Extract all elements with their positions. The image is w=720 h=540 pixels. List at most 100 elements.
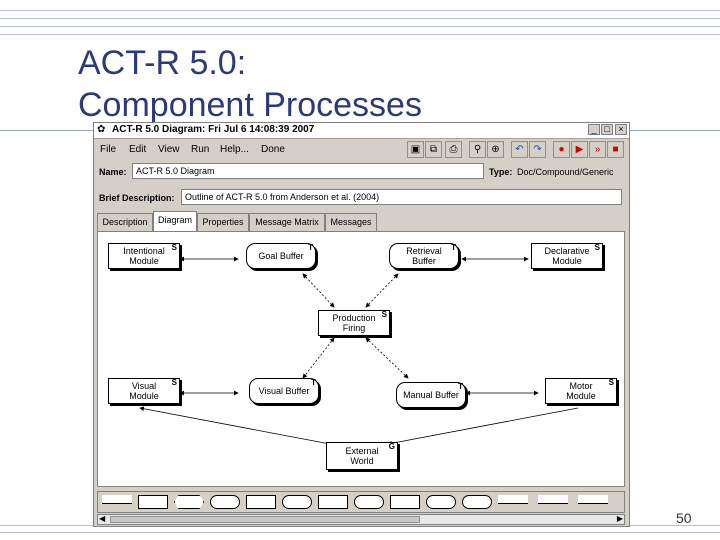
description-label: Brief Description: <box>99 193 175 203</box>
undo-icon[interactable]: ↶ <box>511 141 528 158</box>
node-marker: S <box>381 310 387 319</box>
node-marker: T <box>311 378 316 387</box>
node-manual-buffer[interactable]: Manual Buffer T <box>396 382 466 408</box>
menu-done[interactable]: Done <box>261 144 285 155</box>
slide-stripe <box>0 10 720 11</box>
node-label: Declarative Module <box>544 246 590 266</box>
run-icon[interactable]: ▶ <box>571 141 588 158</box>
node-marker: T <box>308 243 313 252</box>
edge-external-visual <box>139 406 331 445</box>
palette-hexagon-tool[interactable] <box>174 495 204 509</box>
slide-stripe <box>0 26 720 27</box>
edge-production-manual <box>365 337 409 379</box>
close-button[interactable]: × <box>615 124 627 135</box>
menu-help[interactable]: Help... <box>220 144 249 155</box>
slide-stripe <box>0 18 720 19</box>
tab-properties[interactable]: Properties <box>197 213 249 231</box>
menu-view[interactable]: View <box>158 144 180 155</box>
type-label: Type: <box>489 167 513 177</box>
slide-title: ACT-R 5.0: Component Processes <box>78 42 422 126</box>
window-titlebar[interactable]: ✿ ACT-R 5.0 Diagram: Fri Jul 6 14:08:39 … <box>94 123 629 139</box>
node-label: External World <box>345 446 379 466</box>
save-icon[interactable]: ▣ <box>407 141 424 158</box>
edge-motor-external <box>387 407 579 446</box>
node-marker: T <box>458 382 463 391</box>
name-field[interactable]: ACT-R 5.0 Diagram <box>132 163 484 179</box>
tab-diagram[interactable]: Diagram <box>153 211 197 231</box>
menu-bar: File Edit View Run Help... Done <box>94 140 629 162</box>
node-visual-module[interactable]: Visual Module S <box>108 378 180 404</box>
description-field[interactable]: Outline of ACT-R 5.0 from Anderson et al… <box>181 189 622 205</box>
edge-retrieval-production <box>365 273 399 308</box>
app-icon: ✿ <box>97 124 106 135</box>
palette-arrow-tool[interactable] <box>538 495 568 504</box>
minimize-button[interactable]: _ <box>588 124 600 135</box>
palette-rect-tool[interactable] <box>138 495 168 509</box>
palette-rounded-tool[interactable] <box>282 495 312 509</box>
palette-rounded-tool[interactable] <box>354 495 384 509</box>
save-all-icon[interactable]: ⧉ <box>425 141 442 158</box>
node-label: Motor Module <box>566 381 596 401</box>
print-icon[interactable]: ⎙ <box>445 141 462 158</box>
node-external-world[interactable]: External World G <box>326 442 398 470</box>
node-marker: S <box>594 243 600 252</box>
node-motor-module[interactable]: Motor Module S <box>545 378 617 404</box>
palette-rounded-tool[interactable] <box>210 495 240 509</box>
menu-file[interactable]: File <box>100 144 117 155</box>
tab-message-matrix[interactable]: Message Matrix <box>249 213 325 231</box>
record-icon[interactable]: ● <box>553 141 570 158</box>
horizontal-scrollbar[interactable]: ◀ ▶ <box>97 514 625 525</box>
node-marker: G <box>388 442 395 451</box>
palette-arrow-tool[interactable] <box>578 495 608 504</box>
palette-rect-tool[interactable] <box>318 495 348 509</box>
node-label: Retrieval Buffer <box>406 246 442 266</box>
type-value: Doc/Compound/Generic <box>517 167 614 177</box>
node-declarative-module[interactable]: Declarative Module S <box>531 243 603 269</box>
diagram-connections <box>139 256 579 446</box>
node-label: Manual Buffer <box>403 390 459 400</box>
zoom-icon[interactable]: ⊕ <box>487 141 504 158</box>
tab-messages[interactable]: Messages <box>325 213 377 231</box>
node-marker: S <box>171 378 177 387</box>
slide-page-number: 50 <box>676 510 692 526</box>
edge-production-visual <box>302 337 335 379</box>
node-label: Intentional Module <box>123 246 165 266</box>
fast-forward-icon[interactable]: » <box>589 141 606 158</box>
slide-stripe <box>0 532 720 533</box>
diagram-canvas[interactable]: Intentional Module S Goal Buffer T Retri… <box>97 231 625 487</box>
find-icon[interactable]: ⚲ <box>469 141 486 158</box>
node-marker: S <box>608 378 614 387</box>
node-label: Goal Buffer <box>258 251 304 261</box>
scroll-right-icon[interactable]: ▶ <box>616 514 623 523</box>
slide-title-line1: ACT-R 5.0: <box>78 44 247 82</box>
redo-icon[interactable]: ↷ <box>529 141 546 158</box>
node-label: Visual Module <box>129 381 159 401</box>
node-intentional-module[interactable]: Intentional Module S <box>108 243 180 269</box>
window-title: ACT-R 5.0 Diagram: Fri Jul 6 14:08:39 20… <box>112 124 315 135</box>
edge-goal-production <box>302 273 335 308</box>
node-visual-buffer[interactable]: Visual Buffer T <box>249 378 319 404</box>
node-retrieval-buffer[interactable]: Retrieval Buffer T <box>389 243 459 269</box>
node-production-firing[interactable]: Production Firing S <box>318 310 390 336</box>
menu-run[interactable]: Run <box>191 144 210 155</box>
palette-rounded-tool[interactable] <box>426 495 456 509</box>
node-marker: T <box>451 243 456 252</box>
node-label: Production Firing <box>332 313 376 333</box>
palette-rect-tool[interactable] <box>246 495 276 509</box>
tab-description[interactable]: Description <box>97 213 153 231</box>
menu-edit[interactable]: Edit <box>129 144 147 155</box>
node-marker: S <box>171 243 177 252</box>
node-goal-buffer[interactable]: Goal Buffer T <box>246 243 316 269</box>
stop-icon[interactable]: ■ <box>607 141 624 158</box>
palette-rect-tool[interactable] <box>390 495 420 509</box>
maximize-button[interactable]: □ <box>601 124 613 135</box>
slide-title-line2: Component Processes <box>78 86 422 124</box>
palette-line-tool[interactable] <box>102 495 132 504</box>
palette-arrow-tool[interactable] <box>498 495 528 504</box>
scrollbar-thumb[interactable] <box>110 516 420 523</box>
diagram-window: ✿ ACT-R 5.0 Diagram: Fri Jul 6 14:08:39 … <box>93 122 630 527</box>
scroll-left-icon[interactable]: ◀ <box>99 514 106 523</box>
node-label: Visual Buffer <box>258 386 310 396</box>
palette-ellipse-tool[interactable] <box>462 495 492 509</box>
shape-palette <box>97 491 625 513</box>
